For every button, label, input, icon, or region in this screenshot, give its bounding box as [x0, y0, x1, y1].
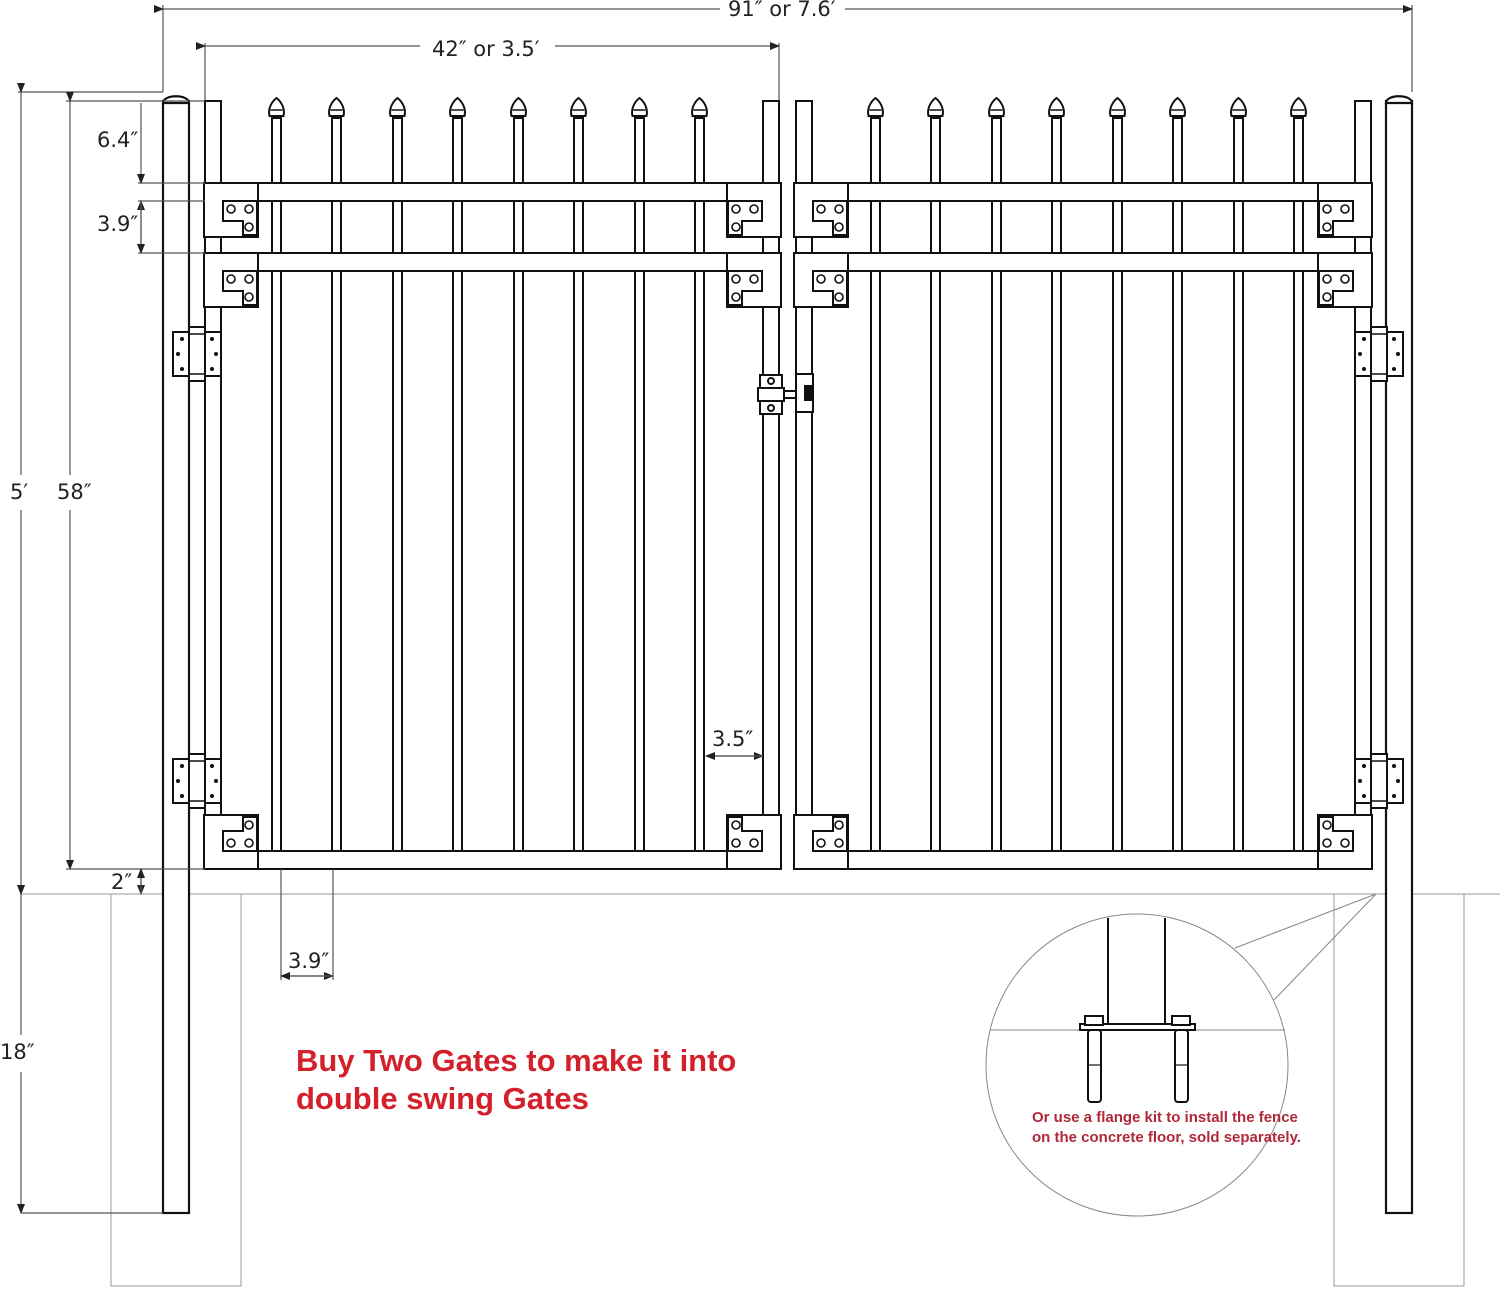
spike-height-label: 6.4″ [97, 128, 139, 152]
gate-latch [757, 373, 814, 415]
flange-kit-drawing [1079, 918, 1196, 1103]
double-gate-headline: Buy Two Gates to make it into double swi… [296, 1042, 816, 1118]
left-gate-pickets [271, 117, 705, 853]
latch-gap-label: 3.5″ [712, 727, 754, 751]
left-gate-brackets [222, 200, 763, 852]
right-gate-brackets [812, 200, 1354, 852]
dimension-lines [17, 5, 1413, 1214]
rail-spacing-label: 3.9″ [97, 212, 139, 236]
post-height-label: 5′ [10, 480, 29, 504]
picket-gap-label: 3.9″ [288, 949, 330, 973]
left-gate [203, 97, 782, 870]
flange-kit-note: Or use a flange kit to install the fence… [1032, 1109, 1301, 1146]
right-gate [793, 97, 1373, 870]
headline-line-1: Buy Two Gates to make it into [296, 1043, 737, 1078]
right-gate-pickets [870, 117, 1304, 853]
gate-height-label: 58″ [57, 480, 92, 504]
overall-width-label: 91″ or 7.6′ [728, 0, 836, 21]
ground-clearance-label: 2″ [111, 870, 133, 894]
post-depth-label: 18″ [0, 1040, 35, 1064]
gate-width-label: 42″ or 3.5′ [432, 37, 540, 61]
headline-line-2: double swing Gates [296, 1081, 589, 1116]
posts [161, 95, 1414, 1215]
hinges [172, 326, 1404, 809]
